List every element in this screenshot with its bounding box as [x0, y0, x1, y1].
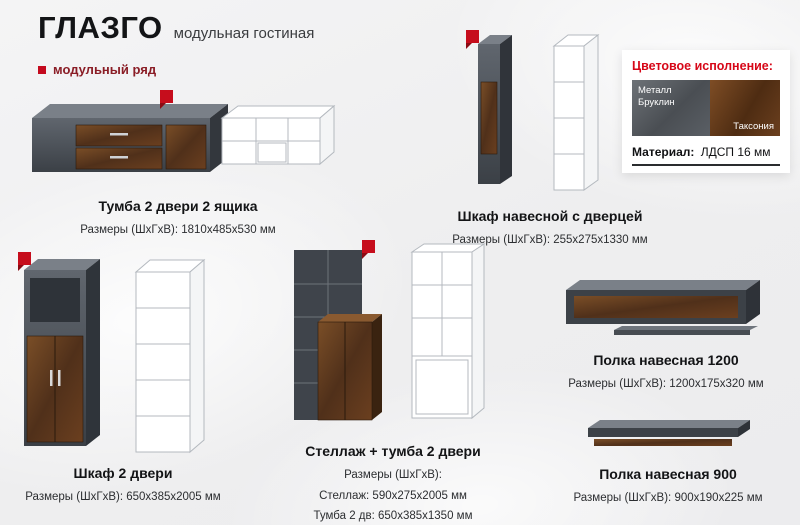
product-name: Полка навесная 1200: [593, 352, 739, 368]
page-subtitle: модульная гостиная: [173, 25, 315, 42]
product-dims: Размеры (ШхГхВ): Стеллаж: 590x275x2005 м…: [278, 465, 508, 525]
product-dims: Размеры (ШхГхВ): 1810x485x530 мм: [80, 224, 276, 236]
red-corner-badge-icon: [362, 240, 375, 259]
polka1200-drawing: [566, 280, 760, 335]
series-label-row: модульный ряд: [38, 62, 156, 77]
product-dims: Размеры (ШхГхВ): 255x275x1330 мм: [452, 234, 648, 246]
material-label: Материал:: [632, 145, 695, 159]
stellazh-colored: [294, 250, 382, 421]
color-swatch: Металл Бруклин Таксония: [632, 80, 780, 136]
product-card-navesnoy: Шкаф навесной с дверцей Размеры (ШхГхВ):…: [420, 30, 680, 251]
red-corner-badge-icon: [466, 30, 479, 49]
red-corner-badge-icon: [160, 90, 173, 109]
color-options-panel: Цветовое исполнение: Металл Бруклин Такс…: [622, 50, 790, 173]
product-dims-line: Стеллаж: 590x275x2005 мм: [319, 489, 467, 502]
product-dims-line: Размеры (ШхГхВ):: [344, 469, 442, 481]
product-image-stellazh: [294, 240, 486, 421]
product-dims: Размеры (ШхГхВ): 1200x175x320 мм: [568, 378, 764, 390]
swatch-taksoniya: Таксония: [710, 80, 780, 136]
product-image-polka900: [588, 420, 750, 446]
color-options-title: Цветовое исполнение:: [632, 59, 773, 73]
tumba-colored: [32, 104, 228, 172]
product-name: Шкаф навесной с дверцей: [457, 208, 643, 224]
page-title: ГЛАЗГО: [38, 10, 163, 45]
header: ГЛАЗГО модульная гостиная: [38, 10, 314, 46]
product-card-polka900: Полка навесная 900 Размеры (ШхГхВ): 900x…: [554, 410, 782, 509]
tumba-wireframe: [220, 104, 336, 166]
product-image-navesnoy: [466, 30, 600, 191]
navesnoy-wireframe: [552, 33, 600, 191]
product-image-polka1200: [566, 280, 760, 335]
product-name: Тумба 2 двери 2 ящика: [98, 198, 258, 214]
product-card-shkaf2: Шкаф 2 двери Размеры (ШхГхВ): 650x385x20…: [8, 252, 238, 508]
product-dims-line: Тумба 2 дв: 650x385x1350 мм: [313, 510, 473, 523]
product-card-tumba: Тумба 2 двери 2 ящика Размеры (ШхГхВ): 1…: [18, 90, 338, 241]
product-dims: Размеры (ШхГхВ): 900x190x225 мм: [573, 492, 763, 504]
product-card-polka1200: Полка навесная 1200 Размеры (ШхГхВ): 120…: [548, 272, 784, 395]
product-dims: Размеры (ШхГхВ): 650x385x2005 мм: [25, 491, 221, 503]
material-row: Материал: ЛДСП 16 мм: [632, 145, 780, 166]
product-card-stellazh: Стеллаж + тумба 2 двери Размеры (ШхГхВ):…: [278, 240, 508, 525]
product-name: Полка навесная 900: [599, 466, 737, 482]
shkaf2-wireframe: [134, 258, 206, 454]
product-image-shkaf2: [18, 252, 206, 454]
product-name: Шкаф 2 двери: [73, 465, 173, 481]
red-square-bullet-icon: [38, 65, 46, 74]
series-label: модульный ряд: [53, 62, 157, 77]
stellazh-wireframe: [410, 243, 486, 420]
red-corner-badge-icon: [18, 252, 31, 271]
swatch-metal-bruklin: Металл Бруклин: [632, 80, 711, 136]
product-name: Стеллаж + тумба 2 двери: [305, 443, 481, 459]
polka900-drawing: [588, 420, 750, 446]
material-value: ЛДСП 16 мм: [700, 145, 771, 159]
navesnoy-colored: [478, 35, 512, 184]
product-image-tumba: [32, 90, 336, 172]
shkaf2-colored: [24, 259, 100, 446]
